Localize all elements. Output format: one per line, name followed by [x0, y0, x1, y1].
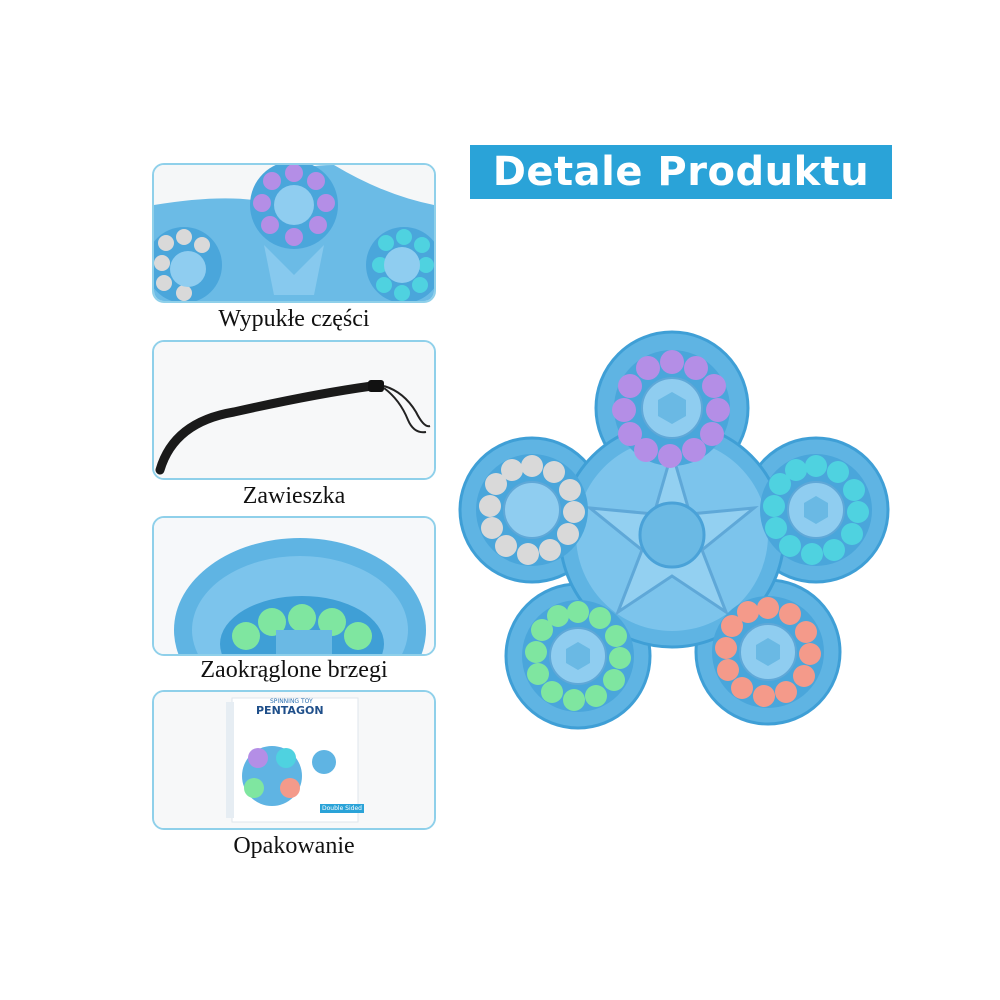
detail-panel-packaging: SPINNING TOY PENTAGON Double Sided	[152, 690, 436, 830]
page-title: Detale Produktu	[492, 149, 870, 195]
caption-packaging: Opakowanie	[233, 833, 355, 859]
product-pentagon-spinner-image	[458, 330, 890, 730]
caption-raised-parts: Wypukłe części	[218, 306, 370, 332]
rounded-edges-image	[154, 518, 434, 654]
detail-panel-lanyard	[152, 340, 436, 480]
details-title-banner: Detale Produktu	[468, 143, 894, 201]
detail-panel-rounded-edges	[152, 516, 436, 656]
package-name: PENTAGON	[256, 704, 324, 717]
detail-panel-raised-parts	[152, 163, 436, 303]
lanyard-image	[154, 342, 434, 478]
packaging-image	[154, 692, 434, 828]
caption-rounded-edges: Zaokrąglone brzegi	[200, 657, 388, 683]
raised-parts-image	[154, 165, 434, 301]
caption-lanyard: Zawieszka	[242, 483, 346, 509]
package-badge: Double Sided	[320, 804, 364, 813]
package-brand-line: SPINNING TOY	[270, 698, 313, 705]
